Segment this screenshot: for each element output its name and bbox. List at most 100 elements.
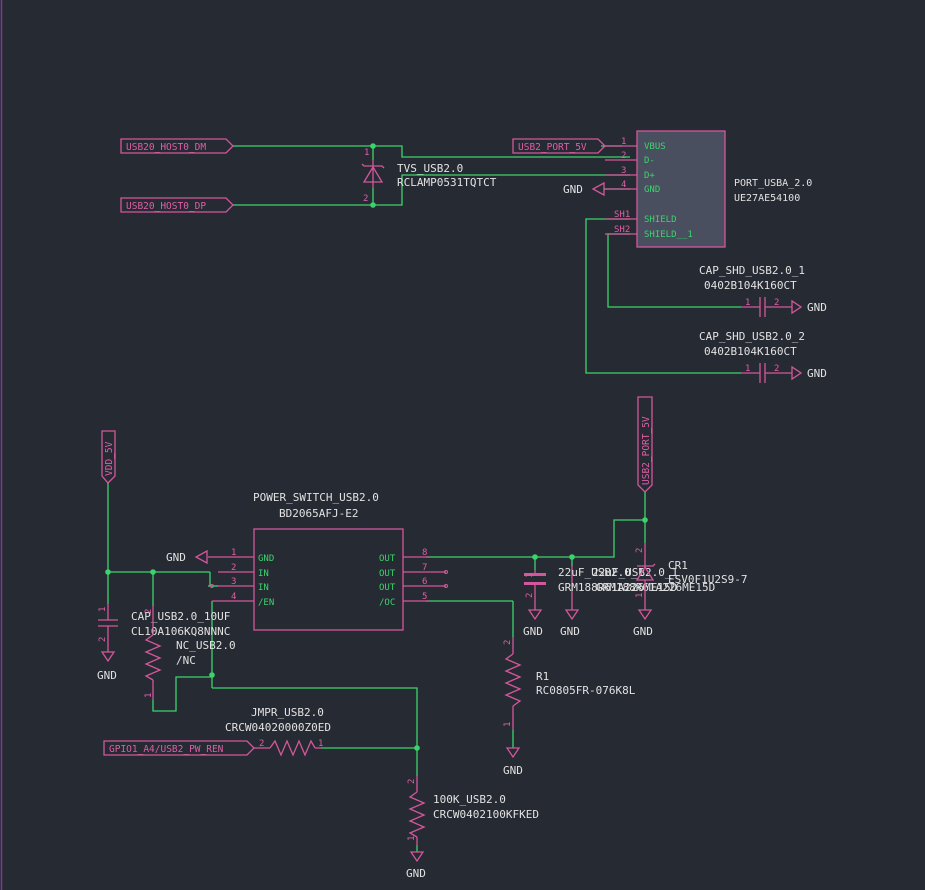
tvs-pin1-num: 1 xyxy=(364,148,369,158)
cap-shield-2[interactable]: CAP_SHD_USB2.0_2 0402B104K160CT 1 2 GND xyxy=(699,330,827,383)
ps-pin-name-out8: OUT xyxy=(379,554,396,564)
port-pin-num-4: 4 xyxy=(621,180,626,190)
resistor-r1[interactable]: 2 1 GND R1 RC0805FR-076K8L xyxy=(503,637,636,777)
port-pin-num-sh2: SH2 xyxy=(614,225,630,235)
tvs-ref: TVS_USB2.0 xyxy=(397,162,463,175)
port-pin-num-3: 3 xyxy=(621,166,626,176)
tvs-value: RCLAMP0531TQTCT xyxy=(397,176,497,189)
cap-usb-10uf[interactable]: 1 2 GND CAP_USB2.0_10UF CL10A106KQ8NNNC xyxy=(97,604,230,682)
cap-shd2-pin2: 2 xyxy=(774,364,779,374)
port-pin-num-1: 1 xyxy=(621,137,626,147)
r100k-value: CRCW0402100KFKED xyxy=(433,808,539,821)
gnd-ps-text: GND xyxy=(166,551,186,564)
net-label-usb2-port-5v-top[interactable]: USB2_PORT_5V xyxy=(512,138,606,154)
port-pin-name-gnd: GND xyxy=(644,185,660,195)
junction-vdd xyxy=(105,569,111,575)
power-switch-ic[interactable]: POWER_SWITCH_USB2.0 BD2065AFJ-E2 1 2 3 4… xyxy=(208,491,448,631)
port-pin-num-sh1: SH1 xyxy=(614,210,630,220)
net-label-vdd-5v-text: VDD_5V xyxy=(104,441,115,476)
nc-pin1: 1 xyxy=(144,693,154,698)
gnd-cr1-text: GND xyxy=(633,625,653,638)
net-label-usb20-host0-dp-text: USB20_HOST0_DP xyxy=(126,201,206,212)
net-label-usb2-port-5v-vert[interactable]: USB2_PORT_5V xyxy=(637,396,653,493)
nc-pin2: 2 xyxy=(144,609,154,614)
cap22-pin1: 1 xyxy=(525,573,535,578)
junction-en xyxy=(209,672,215,678)
jmpr-pin2: 2 xyxy=(259,739,264,749)
wires-bottom xyxy=(107,483,646,852)
ps-pin-num-7: 7 xyxy=(422,563,427,573)
jmpr-pin1: 1 xyxy=(318,739,323,749)
net-label-vdd-5v[interactable]: VDD_5V xyxy=(101,430,116,484)
power-switch-value: BD2065AFJ-E2 xyxy=(279,507,358,520)
resistor-100k[interactable]: 2 1 GND 100K_USB2.0 CRCW0402100KFKED xyxy=(406,776,539,880)
junction-nc-top xyxy=(150,569,156,575)
cap-shd2-value: 0402B104K160CT xyxy=(704,345,797,358)
cap10uf-pin2: 2 xyxy=(98,637,108,642)
diode-cr1[interactable]: 2 1 GND CR1 ESV0F1U2S9-7 xyxy=(633,543,747,638)
port-pin-name-dm: D- xyxy=(644,156,655,166)
r1-value: RC0805FR-076K8L xyxy=(536,684,636,697)
tvs-diode[interactable]: 1 2 TVS_USB2.0 RCLAMP0531TQTCT xyxy=(361,148,497,204)
port-pin-name-vbus: VBUS xyxy=(644,142,666,152)
gnd-cap22a-text: GND xyxy=(523,625,543,638)
junction-dp xyxy=(370,202,376,208)
port-pin-name-dp: D+ xyxy=(644,171,655,181)
ps-pin-name-out6: OUT xyxy=(379,583,396,593)
cr1-ref: CR1 xyxy=(668,559,688,572)
gnd-symbol-ps: GND xyxy=(166,549,208,565)
cap-22uf-pair[interactable]: 1 2 GND GND 22uF_USB2.0_1 22uF_USB2.0_1 … xyxy=(523,566,715,638)
ps-pin-num-6: 6 xyxy=(422,577,427,587)
cap-shield-1[interactable]: CAP_SHD_USB2.0_1 0402B104K160CT 1 2 GND xyxy=(699,264,827,317)
usb-a-port-connector[interactable]: 1 2 3 4 SH1 SH2 VBUS D- D+ GND SHIELD SH… xyxy=(605,130,812,248)
gnd-port-text: GND xyxy=(563,183,583,196)
net-label-usb20-host0-dm-text: USB20_HOST0_DM xyxy=(126,142,206,153)
net-label-usb20-host0-dp[interactable]: USB20_HOST0_DP xyxy=(120,197,234,213)
jmpr-ref: JMPR_USB2.0 xyxy=(251,706,324,719)
gnd-r100k-text: GND xyxy=(406,867,426,880)
ps-pin-num-5: 5 xyxy=(422,592,427,602)
net-label-usb20-host0-dm[interactable]: USB20_HOST0_DM xyxy=(120,138,234,154)
cap-shd1-value: 0402B104K160CT xyxy=(704,279,797,292)
cap-shd1-pin1: 1 xyxy=(745,298,750,308)
ps-pin-name-en: /EN xyxy=(258,598,274,608)
net-label-usb2-port-5v-top-text: USB2_PORT_5V xyxy=(518,142,587,153)
gnd-r1-text: GND xyxy=(503,764,523,777)
gnd-symbol-port: GND xyxy=(563,181,605,197)
net-label-gpio[interactable]: GPIO1_A4/USB2_PW_REN xyxy=(103,740,255,756)
cap22-pin2: 2 xyxy=(525,593,535,598)
cap-shd1-pin2: 2 xyxy=(774,298,779,308)
nc-value: /NC xyxy=(176,654,196,667)
ps-pin-name-in2: IN xyxy=(258,583,269,593)
ps-pin-num-8: 8 xyxy=(422,548,427,558)
net-label-usb2-port-5v-vert-text: USB2_PORT_5V xyxy=(641,416,652,485)
resistor-nc-usb[interactable]: 2 1 NC_USB2.0 /NC xyxy=(144,606,236,700)
gnd-cap10uf-text: GND xyxy=(97,669,117,682)
r1-pin2: 2 xyxy=(503,640,513,645)
cap22-ref-b: 22uF_USB2.0_1 xyxy=(592,566,678,579)
cap-shd2-pin1: 1 xyxy=(745,364,750,374)
cap10uf-value: CL10A106KQ8NNNC xyxy=(131,625,230,638)
resistor-jmpr[interactable]: JMPR_USB2.0 CRCW04020000Z0ED 2 1 xyxy=(225,706,331,757)
junction-out-cap xyxy=(532,554,538,560)
r1-pin1: 1 xyxy=(503,722,513,727)
cr1-value: ESV0F1U2S9-7 xyxy=(668,573,747,586)
cap-shd2-ref: CAP_SHD_USB2.0_2 xyxy=(699,330,805,343)
port-pin-name-shield: SHIELD xyxy=(644,215,677,225)
r100k-ref: 100K_USB2.0 xyxy=(433,793,506,806)
r100k-pin2: 2 xyxy=(407,779,417,784)
port-pin-name-shield1: SHIELD__1 xyxy=(644,230,693,240)
ps-pin-name-gnd: GND xyxy=(258,554,274,564)
port-value: UE27AE54100 xyxy=(734,193,800,204)
port-ref: PORT_USBA_2.0 xyxy=(734,178,812,189)
power-switch-ref: POWER_SWITCH_USB2.0 xyxy=(253,491,379,504)
gnd-cap-shd1-text: GND xyxy=(807,301,827,314)
ps-pin-num-2: 2 xyxy=(231,563,236,573)
cr1-pin2: 2 xyxy=(635,548,645,553)
junction-jmpr xyxy=(414,745,420,751)
net-label-gpio-text: GPIO1_A4/USB2_PW_REN xyxy=(109,744,224,755)
cap10uf-pin1: 1 xyxy=(98,607,108,612)
ps-pin-name-in1: IN xyxy=(258,569,269,579)
tvs-pin2-num: 2 xyxy=(363,194,368,204)
